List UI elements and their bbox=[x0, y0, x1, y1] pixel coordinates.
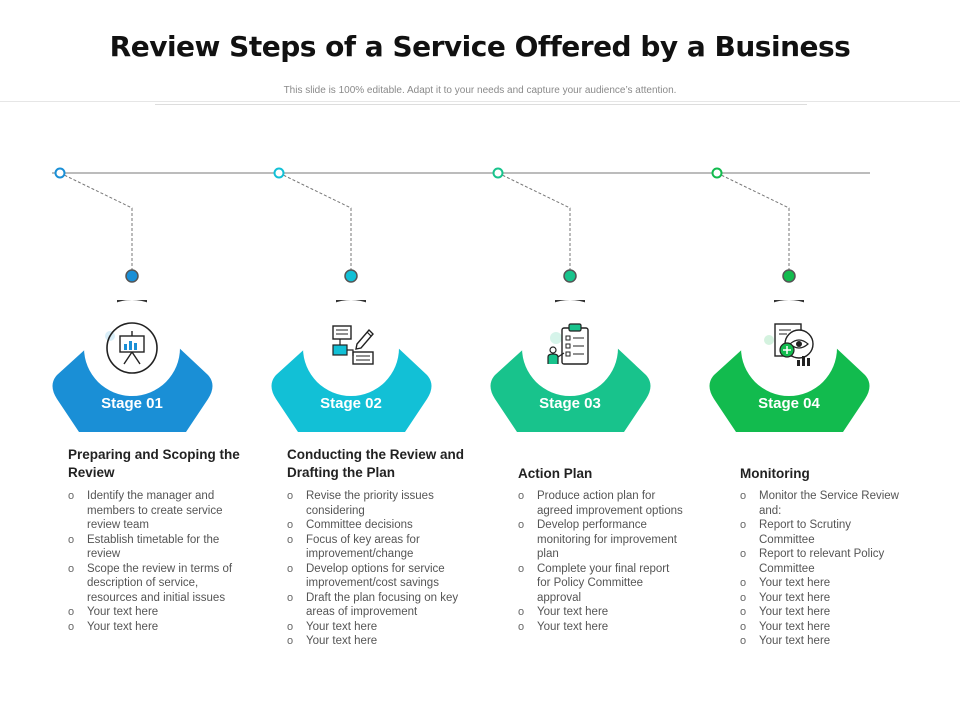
stage-4-icon-holder bbox=[741, 300, 837, 396]
list-item: Focus of key areas for improvement/chang… bbox=[287, 533, 472, 562]
list-item: Your text here bbox=[287, 620, 472, 635]
stage-3-card: Stage 03 bbox=[487, 275, 657, 445]
list-item: Your text here bbox=[740, 634, 900, 649]
list-item: Your text here bbox=[518, 605, 683, 620]
list-item: Develop options for service improvement/… bbox=[287, 562, 472, 591]
list-item: Identify the manager and members to crea… bbox=[68, 489, 248, 533]
monitoring-report-icon bbox=[764, 323, 814, 366]
list-item: Report to relevant Policy Committee bbox=[740, 547, 900, 576]
stage-1-label: Stage 01 bbox=[101, 395, 163, 412]
connector-stage-4 bbox=[711, 167, 796, 283]
stage-1-card: Stage 01 bbox=[49, 275, 219, 445]
stage-3-bullets: Produce action plan for agreed improveme… bbox=[518, 489, 683, 634]
timeline-node-2 bbox=[273, 167, 285, 179]
header-divider bbox=[0, 101, 960, 102]
timeline-node-4 bbox=[711, 167, 723, 179]
checklist-person-icon bbox=[547, 323, 589, 365]
stage-2-card: Stage 02 bbox=[268, 275, 438, 445]
stage-4-heading: Monitoring bbox=[740, 466, 810, 481]
slide-title: Review Steps of a Service Offered by a B… bbox=[109, 30, 851, 63]
list-item: Scope the review in terms of description… bbox=[68, 562, 248, 606]
stage-1-icon-holder bbox=[84, 300, 180, 396]
list-item: Monitor the Service Review and: bbox=[740, 489, 900, 518]
list-item: Develop performance monitoring for impro… bbox=[518, 518, 683, 562]
list-item: Committee decisions bbox=[287, 518, 472, 533]
list-item: Your text here bbox=[740, 605, 900, 620]
timeline-node-1 bbox=[54, 167, 66, 179]
stage-2-bullets: Revise the priority issues considering C… bbox=[287, 489, 472, 649]
list-item: Draft the plan focusing on key areas of … bbox=[287, 591, 472, 620]
stage-2-label: Stage 02 bbox=[320, 395, 382, 412]
list-item: Your text here bbox=[740, 591, 900, 606]
presentation-board-icon bbox=[105, 322, 158, 374]
stage-4-bullets: Monitor the Service Review and: Report t… bbox=[740, 489, 900, 649]
list-item: Your text here bbox=[740, 576, 900, 591]
connector-stage-2 bbox=[273, 167, 358, 283]
list-item: Your text here bbox=[68, 620, 248, 635]
stage-4-card: Stage 04 bbox=[706, 275, 876, 445]
stage-4-label: Stage 04 bbox=[758, 395, 820, 412]
stage-1-bullets: Identify the manager and members to crea… bbox=[68, 489, 248, 634]
list-item: Establish timetable for the review bbox=[68, 533, 248, 562]
connector-stage-1 bbox=[54, 167, 139, 283]
list-item: Your text here bbox=[68, 605, 248, 620]
list-item: Your text here bbox=[740, 620, 900, 635]
list-item: Complete your final report for Policy Co… bbox=[518, 562, 683, 606]
timeline-connectors bbox=[52, 167, 870, 283]
list-item: Your text here bbox=[287, 634, 472, 649]
stage-1-heading: Preparing and Scoping the Review bbox=[68, 447, 240, 480]
list-item: Revise the priority issues considering bbox=[287, 489, 472, 518]
slide-subtitle: This slide is 100% editable. Adapt it to… bbox=[283, 85, 677, 96]
stage-3-icon-holder bbox=[522, 300, 618, 396]
stage-3-label: Stage 03 bbox=[539, 395, 601, 412]
list-item: Produce action plan for agreed improveme… bbox=[518, 489, 683, 518]
connector-stage-3 bbox=[492, 167, 577, 283]
document-flow-pencil-icon bbox=[332, 325, 374, 365]
subtitle-underline bbox=[155, 104, 807, 105]
timeline-node-3 bbox=[492, 167, 504, 179]
stage-3-heading: Action Plan bbox=[518, 466, 593, 481]
list-item: Report to Scrutiny Committee bbox=[740, 518, 900, 547]
stage-2-heading: Conducting the Review and Drafting the P… bbox=[287, 447, 465, 480]
list-item: Your text here bbox=[518, 620, 683, 635]
stage-2-icon-holder bbox=[303, 300, 399, 396]
